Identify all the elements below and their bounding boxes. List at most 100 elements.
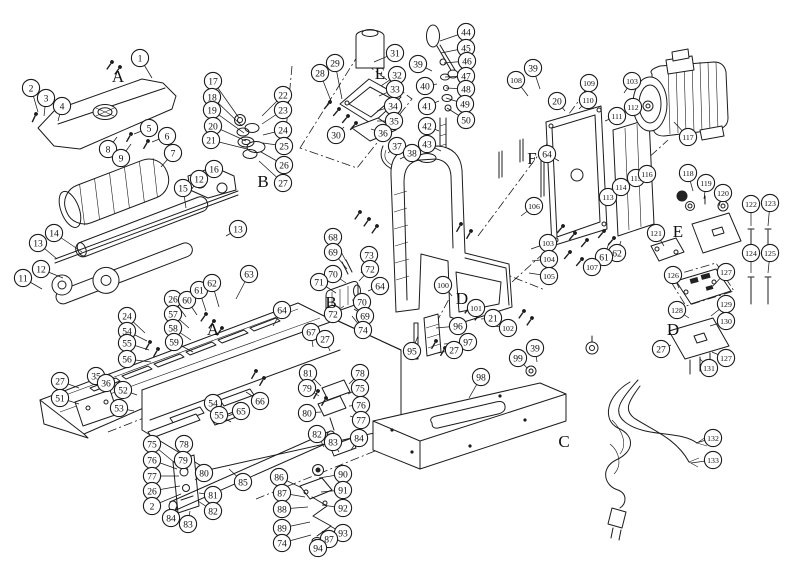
balloon-number: 34 <box>388 101 398 112</box>
balloon-number: 64 <box>277 305 287 316</box>
balloon-51 <box>50 388 70 408</box>
balloon-72 <box>360 259 380 279</box>
balloon-118 <box>678 163 698 183</box>
balloon-number: 3 <box>44 93 49 104</box>
balloon-number: 39 <box>530 343 540 354</box>
balloon-number: 63 <box>244 269 254 280</box>
balloon-number: 117 <box>682 133 694 142</box>
balloon-number: 75 <box>355 383 365 394</box>
balloon-66 <box>250 391 270 411</box>
balloon-92 <box>333 498 353 518</box>
balloon-number: 96 <box>453 321 463 332</box>
balloon-number: 54 <box>208 398 218 409</box>
balloon-113 <box>598 187 618 207</box>
balloon-36 <box>373 123 393 143</box>
section-label-E: E <box>375 64 385 83</box>
balloon-number: 97 <box>463 337 473 348</box>
balloon-number: 129 <box>720 300 732 309</box>
balloon-31 <box>385 43 405 63</box>
balloon-62 <box>202 273 222 293</box>
balloon-number: 25 <box>279 141 289 152</box>
balloon-2 <box>142 496 162 516</box>
balloon-number: 26 <box>168 294 178 305</box>
balloon-25 <box>274 136 294 156</box>
balloon-number: 77 <box>356 415 366 426</box>
balloon-number: 87 <box>324 534 334 545</box>
balloon-number: 114 <box>615 183 627 192</box>
balloon-number: 2 <box>29 83 34 94</box>
chain-sprocket-part <box>51 274 73 296</box>
balloon-number: 41 <box>422 101 432 112</box>
balloon-number: 8 <box>106 144 111 155</box>
balloon-number: 108 <box>510 76 522 85</box>
balloon-number: 12 <box>194 174 204 185</box>
balloon-number: 105 <box>543 272 555 281</box>
balloon-80 <box>297 403 317 423</box>
balloon-127 <box>716 262 736 282</box>
balloon-98 <box>471 367 491 387</box>
balloon-number: 87 <box>277 488 287 499</box>
balloon-number: 43 <box>422 139 432 150</box>
balloon-number: 109 <box>583 79 595 88</box>
balloon-number: 70 <box>357 297 367 308</box>
balloon-number: 100 <box>437 281 449 290</box>
balloon-101 <box>466 298 486 318</box>
balloon-number: 128 <box>671 306 683 315</box>
balloon-number: 7 <box>171 148 176 159</box>
balloon-number: 60 <box>182 295 192 306</box>
balloon-number: 74 <box>277 538 287 549</box>
balloon-39 <box>523 58 543 78</box>
balloon-15 <box>173 178 193 198</box>
section-label-E: E <box>673 222 683 241</box>
balloon-number: 98 <box>476 372 486 383</box>
balloon-91 <box>333 480 353 500</box>
balloon-82 <box>203 501 223 521</box>
lift-motor-assembly-part <box>339 29 402 142</box>
balloon-number: 126 <box>667 271 679 280</box>
balloon-84 <box>349 428 369 448</box>
balloon-8 <box>98 139 118 159</box>
balloon-number: 21 <box>206 135 216 146</box>
balloon-number: 115 <box>630 174 642 183</box>
balloon-number: 52 <box>118 385 128 396</box>
balloon-number: 19 <box>207 105 217 116</box>
balloon-130 <box>716 311 736 331</box>
balloon-number: 88 <box>277 504 287 515</box>
balloon-number: 104 <box>543 255 555 264</box>
balloon-12 <box>31 259 51 279</box>
balloon-number: 99 <box>513 353 523 364</box>
balloon-number: 64 <box>375 281 385 292</box>
balloon-7 <box>163 143 183 163</box>
balloon-35 <box>384 111 404 131</box>
balloon-number: 2 <box>150 501 155 512</box>
balloon-number: 16 <box>209 164 219 175</box>
balloon-64 <box>272 300 292 320</box>
balloon-80 <box>194 463 214 483</box>
balloon-105 <box>539 266 559 286</box>
balloon-number: 39 <box>528 63 538 74</box>
balloon-117 <box>678 127 698 147</box>
balloon-13 <box>228 219 248 239</box>
balloon-number: 23 <box>278 105 288 116</box>
balloon-number: 72 <box>328 309 338 320</box>
balloon-number: 6 <box>165 131 170 142</box>
balloon-11 <box>13 268 33 288</box>
balloon-number: 76 <box>147 455 157 466</box>
balloon-number: 44 <box>461 27 471 38</box>
balloon-88 <box>272 499 292 519</box>
balloon-number: 49 <box>460 99 470 110</box>
balloon-121 <box>646 223 666 243</box>
balloon-number: 76 <box>356 400 366 411</box>
balloon-9 <box>111 148 131 168</box>
balloon-number: 32 <box>392 70 402 81</box>
balloon-96 <box>448 316 468 336</box>
balloon-number: 48 <box>461 84 471 95</box>
balloon-14 <box>44 223 64 243</box>
balloon-126 <box>663 265 683 285</box>
shaft-rod-part <box>54 190 239 264</box>
balloon-number: 20 <box>208 121 218 132</box>
balloon-number: 13 <box>33 238 43 249</box>
balloon-56 <box>117 349 137 369</box>
balloon-20 <box>547 91 567 111</box>
